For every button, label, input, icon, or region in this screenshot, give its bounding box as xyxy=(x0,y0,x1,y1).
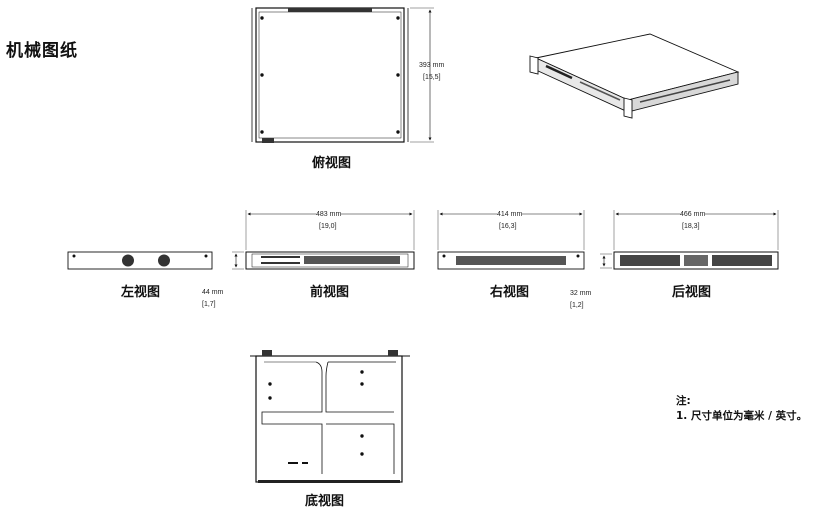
dim-right-width-in: [16,3] xyxy=(499,223,517,230)
label-bottom-view: 底视图 xyxy=(305,494,345,509)
isometric-view-drawing xyxy=(529,33,740,119)
label-front-view: 前视图 xyxy=(310,285,350,300)
dim-rear-width-mm: 466 mm xyxy=(680,210,706,219)
bottom-view-drawing xyxy=(250,350,410,483)
dim-height-in: [1,7] xyxy=(202,301,216,308)
label-left-view: 左视图 xyxy=(121,285,161,300)
label-top-view: 俯视图 xyxy=(312,156,352,171)
dim-rear-height-in: [1,2] xyxy=(570,302,584,309)
dim-depth-in: [15,5] xyxy=(423,74,441,81)
dim-depth-mm: 393 mm xyxy=(419,62,445,69)
dim-rear-height-mm: 32 mm xyxy=(570,290,592,297)
label-right-view: 右视图 xyxy=(490,285,530,300)
top-view-drawing xyxy=(251,7,434,143)
dim-right-width-mm: 414 mm xyxy=(497,210,523,219)
rear-view-drawing xyxy=(600,210,779,270)
dim-rear-width-in: [18,3] xyxy=(682,223,700,230)
notes-heading: 注: xyxy=(676,395,691,407)
dim-front-width-mm: 483 mm xyxy=(316,210,342,219)
dim-front-width-in: [19,0] xyxy=(319,223,337,230)
front-view-drawing xyxy=(232,210,415,270)
label-rear-view: 后视图 xyxy=(672,285,712,300)
notes-line-1: 1. 尺寸单位为毫米 / 英寸。 xyxy=(676,410,808,422)
notes-block: 注: 1. 尺寸单位为毫米 / 英寸。 xyxy=(676,394,807,424)
page-title: 机械图纸 xyxy=(6,41,78,61)
dim-height-mm: 44 mm xyxy=(202,289,224,296)
left-view-drawing xyxy=(67,251,213,270)
